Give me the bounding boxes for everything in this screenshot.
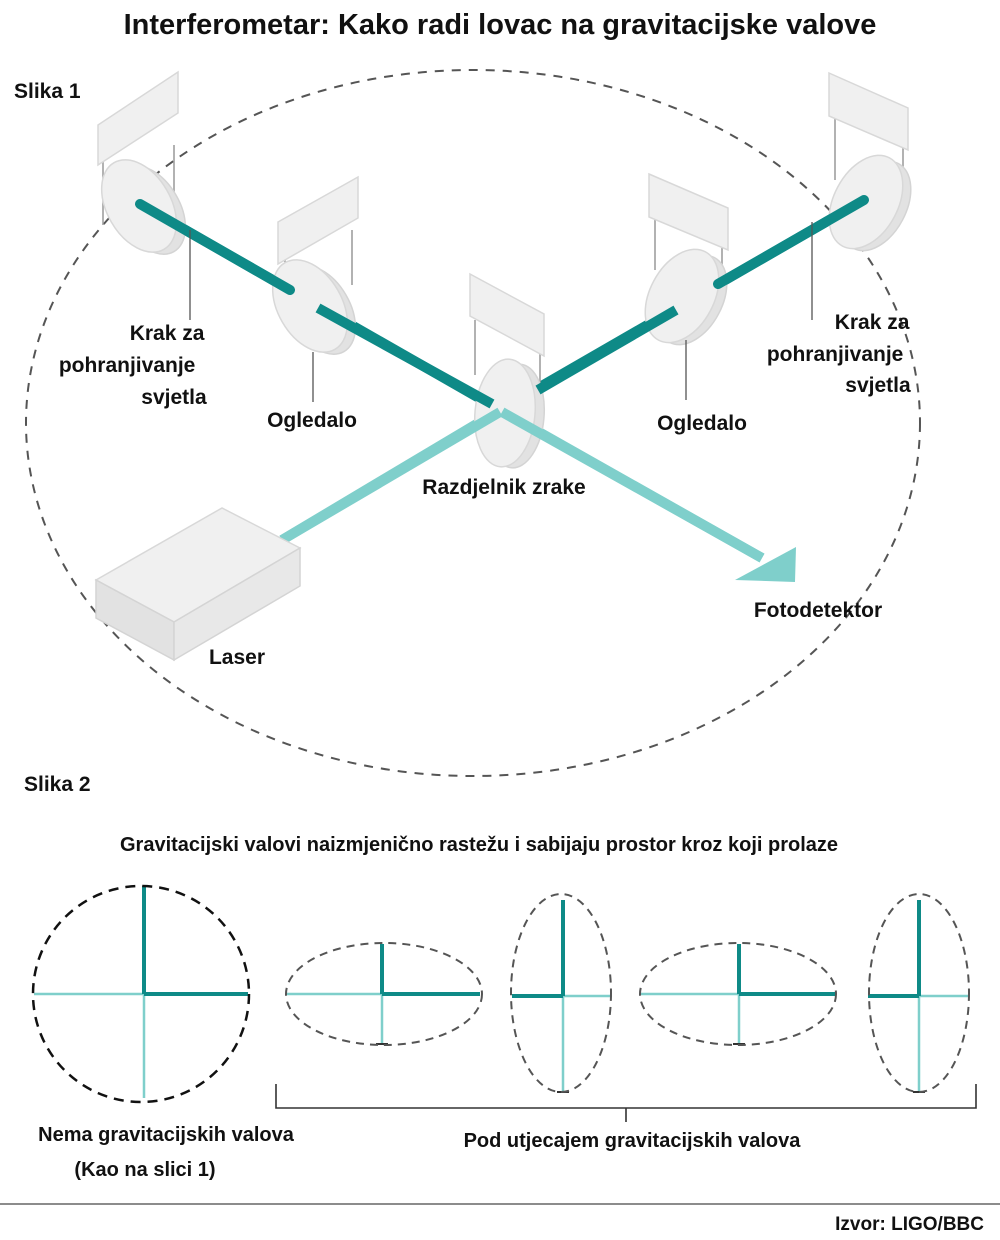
figure2-subtitle: Gravitacijski valovi naizmjenično rastež… — [120, 834, 838, 856]
mirror-mount-plate — [97, 70, 179, 167]
laser-label: Laser — [209, 646, 265, 669]
stretched-ellipse-vertical-2 — [868, 893, 970, 1093]
right-arm-end-mirror — [828, 71, 912, 252]
mirror-mount-plate — [648, 172, 729, 252]
state-stretched-vertical — [510, 893, 612, 1093]
photodetector-label: Fotodetektor — [754, 599, 882, 622]
arm-left-label: Krak za pohranjivanje svjetla — [59, 322, 210, 409]
stretched-ellipse-horizontal-2 — [639, 942, 837, 1046]
left-arm-end-mirror — [97, 70, 187, 255]
mirror-mount-plate — [828, 71, 909, 152]
beam-splitter-label: Razdjelnik zrake — [422, 476, 585, 499]
waves-bracket — [275, 1084, 977, 1122]
mirror-mount-plate — [277, 175, 359, 266]
state-stretched-horizontal — [285, 942, 483, 1046]
diagram-title: Interferometar: Kako radi lovac na gravi… — [124, 9, 877, 41]
with-waves-label: Pod utjecajem gravitacijskih valova — [464, 1130, 802, 1152]
no-waves-sublabel: (Kao na slici 1) — [74, 1159, 215, 1181]
figure1-label: Slika 1 — [14, 80, 81, 103]
figure2-label: Slika 2 — [24, 773, 91, 796]
mirror-left-label: Ogledalo — [267, 409, 357, 432]
state-stretched-vertical-2 — [868, 893, 970, 1093]
figure1-boundary — [25, 69, 921, 777]
state-stretched-horizontal-2 — [639, 942, 837, 1046]
stretched-ellipse-horizontal — [285, 942, 483, 1046]
beam-splitter-mount-plate — [469, 272, 545, 358]
beam-splitter — [469, 272, 546, 469]
detector-arrowhead — [735, 547, 796, 582]
source-credit: Izvor: LIGO/BBC — [835, 1214, 984, 1235]
state-no-waves — [31, 884, 251, 1104]
left-mirror — [271, 175, 359, 355]
beam-overlays — [135, 195, 869, 563]
mirror-right-label: Ogledalo — [657, 412, 747, 435]
laser-device — [94, 507, 302, 662]
no-waves-label: Nema gravitacijskih valova — [38, 1124, 295, 1146]
arm-right-label: Krak za pohranjivanje svjetla — [767, 311, 915, 397]
undisturbed-circle — [31, 884, 251, 1104]
stretched-ellipse-vertical — [510, 893, 612, 1093]
label-leaders — [189, 222, 813, 402]
